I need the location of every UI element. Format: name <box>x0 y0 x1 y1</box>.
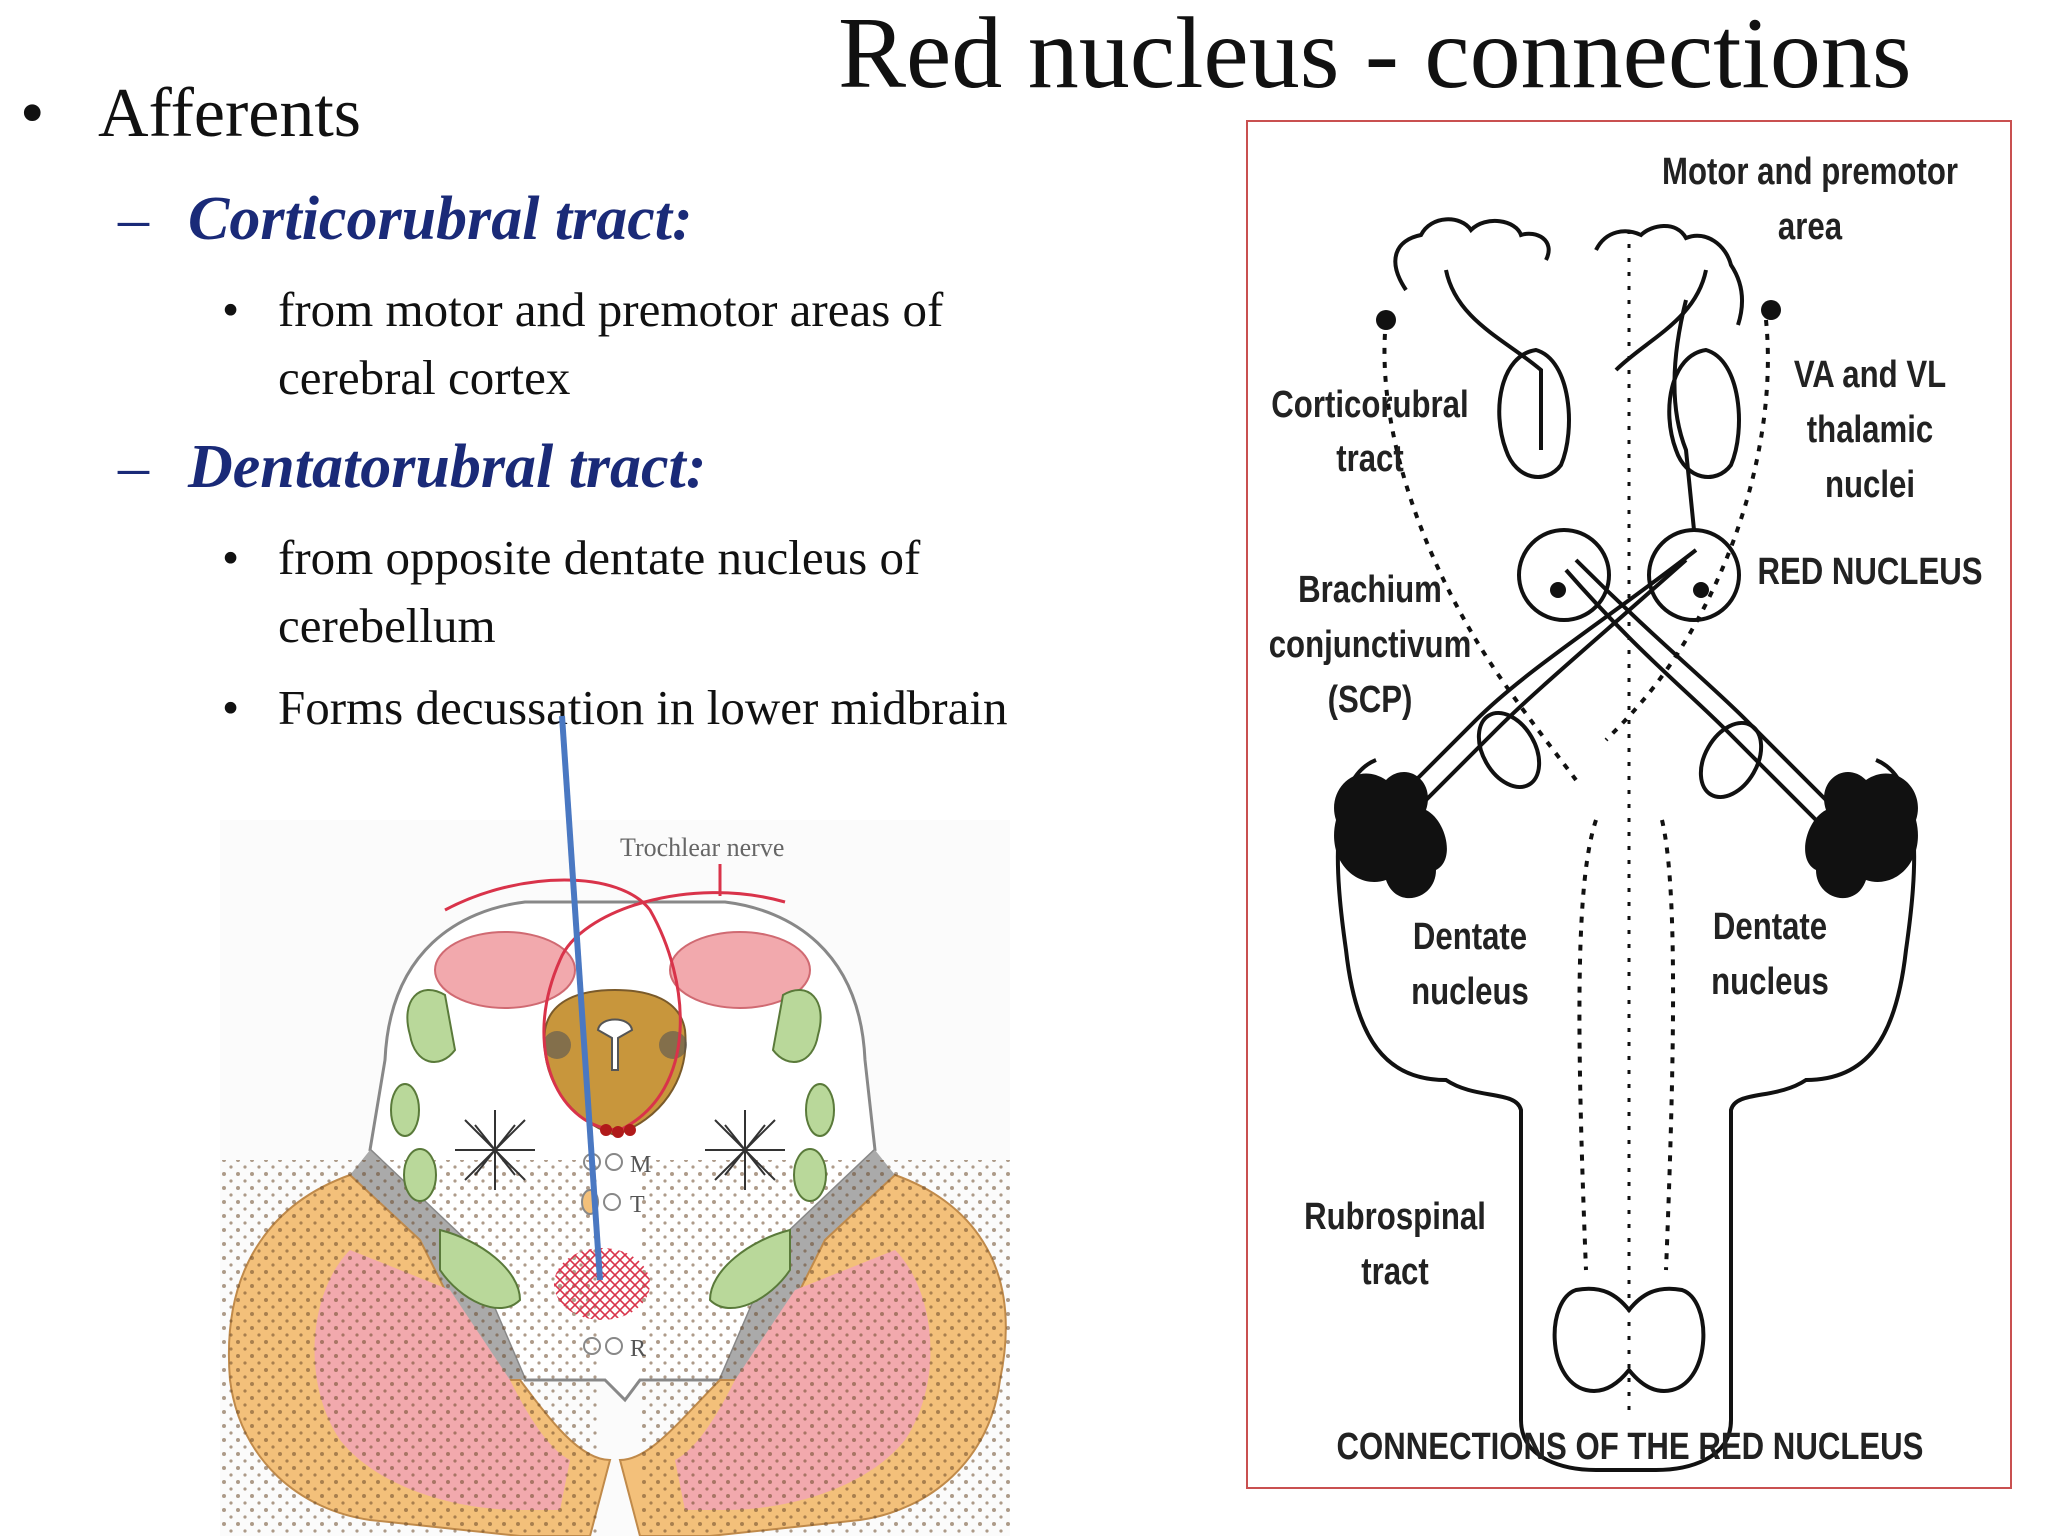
label-va-vl-2: thalamic <box>1806 409 1934 451</box>
rubrospinal-tract-right <box>1660 819 1676 1271</box>
colliculus-right <box>669 931 811 1009</box>
green-tract <box>406 989 457 1063</box>
sub-bullet-dot: • <box>222 680 240 735</box>
sub-point: cerebral cortex <box>278 350 571 405</box>
cerebellum-brainstem-outline <box>1335 758 1917 1472</box>
green-tract <box>805 1083 835 1137</box>
connections-diagram-frame <box>1246 120 2012 1489</box>
bullet-afferents: Afferents <box>98 75 362 152</box>
scp-right <box>1574 558 1868 842</box>
label-rubrospinal: Rubrospinal <box>1304 1196 1486 1238</box>
label-corticorubral-2: tract <box>1336 438 1404 480</box>
scp-ring-left <box>1476 711 1542 789</box>
bullet-dot: • <box>20 75 45 152</box>
label-va-vl-3: nuclei <box>1824 464 1916 506</box>
label-dentate-left: Dentate <box>1412 916 1528 958</box>
trochlear-nerve-label: Trochlear nerve <box>620 833 784 862</box>
dash-mark: – <box>118 433 149 501</box>
green-tract <box>708 1228 791 1310</box>
sub-bullet-dot: • <box>222 282 240 337</box>
green-tract <box>403 1148 437 1202</box>
label-dentate-left-2: nucleus <box>1411 971 1529 1013</box>
spinal-cord-section <box>1552 1286 1706 1393</box>
peduncle-dots-right <box>640 1160 1010 1536</box>
label-r: R <box>630 1336 646 1362</box>
sub-point: cerebellum <box>278 598 496 653</box>
label-brachium: Brachium <box>1298 569 1442 611</box>
dentate-nucleus-right <box>1805 771 1918 899</box>
label-motor-area-2: area <box>1777 206 1843 248</box>
nucleus-dot <box>543 1031 571 1059</box>
label-motor-area: Motor and premotor <box>1661 151 1958 193</box>
sub-point: from opposite dentate nucleus of <box>278 530 921 585</box>
label-brachium-2: conjunctivum <box>1268 624 1472 666</box>
colliculus-left <box>434 931 576 1009</box>
red-nucleus-left <box>1517 528 1611 622</box>
label-corticorubral: Corticorubral <box>1271 384 1469 426</box>
corticorubral-tract-left <box>1382 319 1578 782</box>
sub-point: Forms decussation in lower midbrain <box>278 680 1008 735</box>
dentate-nucleus-left <box>1334 771 1447 899</box>
label-t: T <box>630 1192 645 1218</box>
sub-point: from motor and premotor areas of <box>278 282 944 337</box>
section-heading-dentatorubral: Dentatorubral tract: <box>188 433 707 501</box>
diagram-caption: CONNECTIONS OF THE RED NUCLEUS <box>1336 1426 1924 1468</box>
sub-bullet-dot: • <box>222 530 240 585</box>
green-tract <box>771 989 822 1063</box>
label-dentate-right: Dentate <box>1712 906 1828 948</box>
green-tract <box>390 1083 420 1137</box>
dash-mark: – <box>118 185 149 253</box>
scp-ring-right <box>1698 721 1764 799</box>
green-tract <box>439 1228 522 1310</box>
thalamus-left <box>1497 347 1571 479</box>
cortex-outline-left <box>1393 217 1551 292</box>
dentatorubral-decussation <box>554 1248 650 1320</box>
reticular-hatch-left <box>455 1110 535 1190</box>
scp-left <box>1344 548 1698 852</box>
label-red-nucleus: RED NUCLEUS <box>1757 551 1983 593</box>
reticular-hatch-right <box>705 1110 785 1190</box>
label-dentate-right-2: nucleus <box>1711 961 1829 1003</box>
blue-pointer-line <box>559 715 603 1281</box>
cerebral-aqueduct <box>596 1018 634 1071</box>
red-nucleus-connections-diagram <box>1334 217 1918 1472</box>
thalamus-right <box>1667 347 1741 479</box>
slide-title: Red nucleus - connections <box>838 0 1912 110</box>
label-brachium-3: (SCP) <box>1327 679 1413 721</box>
section-heading-corticorubral: Corticorubral tract: <box>188 185 693 253</box>
peduncle-dots-left <box>220 1160 600 1536</box>
rubrospinal-tract-left <box>1577 819 1598 1271</box>
label-va-vl: VA and VL <box>1793 354 1947 396</box>
label-rubrospinal-2: tract <box>1361 1251 1429 1293</box>
green-tract <box>793 1148 827 1202</box>
label-m: M <box>630 1152 651 1178</box>
midbrain-cross-section-figure: Trochlear nerve M T R <box>220 820 1010 1536</box>
corticorubral-tract-right <box>1604 319 1770 742</box>
